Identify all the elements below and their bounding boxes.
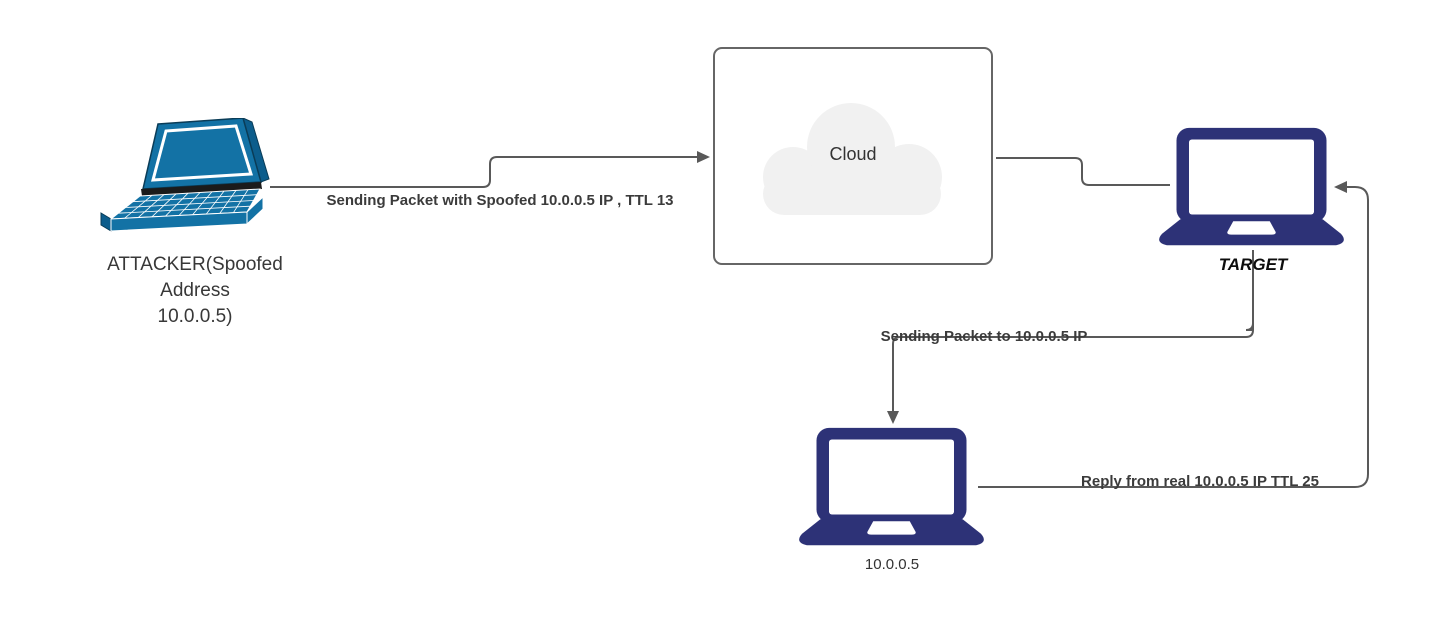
laptop-perspective-icon bbox=[100, 117, 270, 232]
edge-label-spoofed-packet: Sending Packet with Spoofed 10.0.0.5 IP … bbox=[326, 192, 674, 209]
cloud-icon bbox=[763, 103, 942, 215]
target-label: TARGET bbox=[1218, 255, 1288, 274]
real-host-node[interactable] bbox=[795, 426, 988, 551]
arrowhead-left-icon bbox=[1334, 181, 1347, 193]
attacker-label-line: 10.0.0.5) bbox=[157, 306, 233, 327]
target-node[interactable] bbox=[1155, 126, 1348, 251]
edge-target-to-real-host[interactable] bbox=[887, 250, 1254, 424]
edge-real-host-to-target[interactable] bbox=[978, 181, 1369, 488]
real-host-label: 10.0.0.5 bbox=[864, 556, 920, 573]
attacker-node[interactable] bbox=[95, 117, 277, 244]
arrowhead-right-icon bbox=[697, 151, 710, 163]
arrowhead-down-icon bbox=[887, 411, 899, 424]
attacker-label: ATTACKER(Spoofed Address 10.0.0.5) bbox=[88, 252, 302, 330]
cloud-node[interactable]: Cloud bbox=[713, 47, 993, 265]
edge-cloud-to-target[interactable] bbox=[996, 157, 1170, 186]
attacker-label-line: Address bbox=[160, 280, 230, 301]
edge-label-reply: Reply from real 10.0.0.5 IP TTL 25 bbox=[1081, 473, 1319, 490]
edge-attacker-to-cloud[interactable] bbox=[270, 151, 710, 188]
laptop-icon bbox=[1159, 127, 1344, 246]
laptop-icon bbox=[799, 427, 984, 546]
attacker-label-line: ATTACKER(Spoofed bbox=[107, 254, 283, 275]
cloud-label: Cloud bbox=[829, 144, 877, 164]
edge-label-sending-packet: Sending Packet to 10.0.0.5 IP bbox=[880, 328, 1088, 345]
